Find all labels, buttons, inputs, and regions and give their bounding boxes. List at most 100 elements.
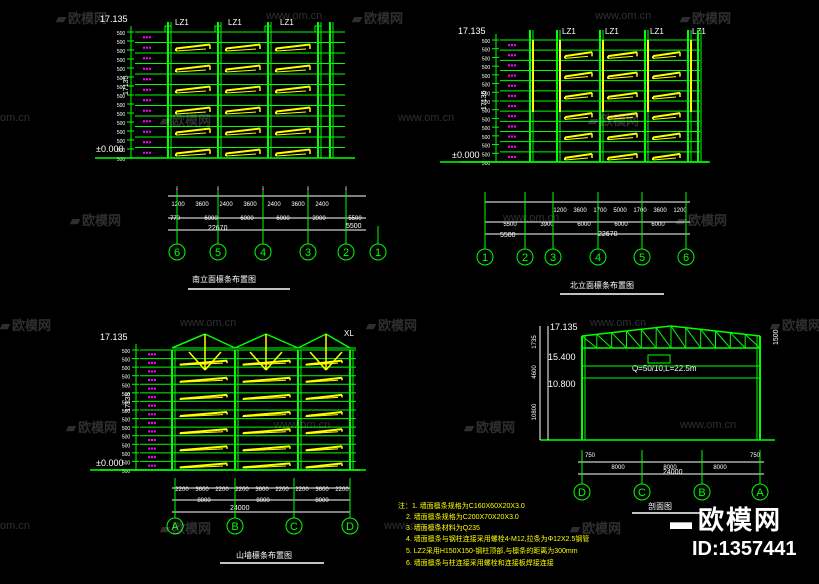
section-dim-total: 24000 <box>663 469 683 476</box>
axis-bubble-label: 2 <box>343 247 349 259</box>
brace-mark <box>151 387 153 390</box>
brace-mark <box>149 141 151 144</box>
purlin-line <box>564 152 593 159</box>
brace-mark <box>514 145 516 148</box>
note-3: 3. 墙面檩条材料为Q235 <box>406 523 480 532</box>
sofa-logo-icon: ▬ <box>670 509 694 534</box>
axis-bubble-label: B <box>698 487 705 499</box>
purlin-line <box>305 428 343 435</box>
axis-bubble-label: C <box>638 487 646 499</box>
brace-mark <box>154 370 156 373</box>
dimension-label: 5000 <box>613 208 627 214</box>
dimension-label: 500 <box>122 375 131 381</box>
purlin-line <box>652 71 681 78</box>
watermark-brand: ▰欧模网 <box>352 11 404 26</box>
purlin-line <box>275 148 311 155</box>
brace-mark <box>514 155 516 158</box>
south-column-tag-3: LZ1 <box>280 18 294 27</box>
purlin-line <box>607 157 634 161</box>
dimension-label: 500 <box>122 426 131 432</box>
purlin-line <box>225 90 257 94</box>
brace-mark <box>514 84 516 87</box>
purlin-line <box>652 51 681 58</box>
section-crane-label: Q=50/10,L=22.5m <box>632 364 697 373</box>
watermark-brand: ▰欧模网 <box>70 213 122 228</box>
brace-mark <box>148 439 150 441</box>
gable-zero-elevation: ±0.000 <box>96 458 123 468</box>
purlin-line <box>175 90 207 94</box>
brace-mark <box>149 151 151 154</box>
watermark-brand: ▰欧模网 <box>0 318 52 333</box>
sofa-logo-icon: ▰ <box>366 318 376 333</box>
purlin-line <box>564 112 593 119</box>
dimension-label: 8000 <box>256 498 270 504</box>
gable-tag: XL <box>344 329 354 338</box>
dimension-label: 1200 <box>673 208 687 214</box>
brace-mark <box>143 57 145 60</box>
dimension-label: 8000 <box>713 465 727 471</box>
watermark-url: www.om.cn <box>595 10 652 22</box>
dimension-label: 5500 <box>503 222 517 228</box>
sofa-logo-icon: ▰ <box>352 11 362 26</box>
axis-bubble-label: B <box>231 521 238 533</box>
brace-mark <box>148 361 150 364</box>
north-column-tag-2: LZ1 <box>605 27 619 36</box>
purlin-line <box>305 445 343 452</box>
brace-mark <box>154 421 156 424</box>
purlin-line <box>607 152 638 159</box>
dimension-label: 500 <box>122 452 131 458</box>
brace-mark <box>148 421 150 424</box>
brace-mark <box>143 78 145 81</box>
purlin-line <box>607 76 634 80</box>
dimension-label: 500 <box>122 358 131 364</box>
watermark-url: om.cn <box>0 520 30 532</box>
brace-mark <box>143 120 145 123</box>
axis-bubble-label: 5 <box>215 247 221 259</box>
purlin-line <box>242 414 287 418</box>
axis-bubble-label: D <box>578 487 586 499</box>
brace-mark <box>511 54 513 57</box>
purlin-line <box>275 127 311 134</box>
dimension-label: 2400 <box>219 202 233 208</box>
dimension-label: 2200 <box>295 487 309 493</box>
purlin-line <box>175 69 207 73</box>
brace-mark <box>151 456 153 459</box>
dimension-label: 500 <box>122 443 131 449</box>
brace-mark <box>148 396 150 399</box>
sofa-logo-icon: ▰ <box>70 213 80 228</box>
dimension-label: 500 <box>122 409 131 415</box>
purlin-line <box>179 428 228 435</box>
purlin-line <box>305 379 339 383</box>
brace-mark <box>508 155 510 158</box>
brand-watermark: ▬欧模网 <box>670 505 783 535</box>
dimension-label: 770 <box>170 216 181 222</box>
purlin-line <box>607 116 634 120</box>
dimension-label: 2400 <box>267 202 281 208</box>
sofa-logo-icon: ▰ <box>676 213 686 228</box>
purlin-line <box>305 359 343 366</box>
purlin-line <box>225 106 261 113</box>
brace-mark <box>146 46 148 49</box>
purlin-line <box>564 91 593 98</box>
purlin-line <box>305 411 343 417</box>
brace-mark <box>146 130 148 133</box>
sofa-logo-icon: ▰ <box>56 11 66 26</box>
dimension-label: 8000 <box>315 498 329 504</box>
brace-mark <box>514 105 516 108</box>
purlin-line <box>607 55 634 59</box>
dimension-label: 500 <box>482 74 491 80</box>
section-elevation-10800: 10.800 <box>548 379 576 389</box>
dimension-label: 500 <box>122 435 131 441</box>
dimension-label: 4600 <box>532 365 538 379</box>
purlin-line <box>305 414 339 418</box>
dimension-label: 500 <box>482 117 491 123</box>
dimension-label: 500 <box>482 109 491 115</box>
axis-bubble-label: A <box>756 487 764 499</box>
dimension-label: 2200 <box>215 487 229 493</box>
roof-line <box>325 333 351 349</box>
purlin-line <box>179 431 224 435</box>
brace-mark <box>511 105 513 108</box>
brace-mark <box>143 151 145 154</box>
north-zero-elevation: ±0.000 <box>452 150 479 160</box>
axis-bubble-label: 4 <box>260 247 266 259</box>
